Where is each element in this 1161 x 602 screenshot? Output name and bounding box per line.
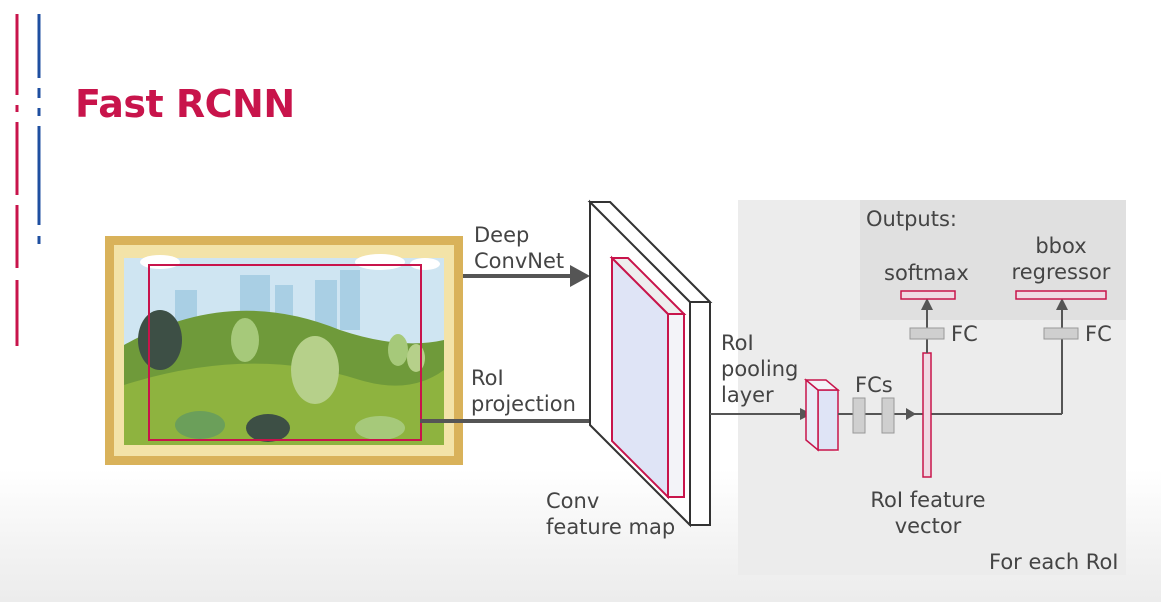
fc-layer-1 [852, 397, 866, 434]
bbox-regressor-label: bbox regressor [1005, 233, 1117, 285]
fc-bbox-box [1043, 327, 1079, 340]
roi-feature-vector-line-2: vector [894, 514, 962, 538]
outputs-panel [860, 200, 1126, 320]
conv-feature-map [587, 199, 713, 528]
roi-pooling-line-3: layer [721, 383, 774, 407]
fc-softmax-box [909, 327, 945, 340]
fcs-label: FCs [855, 373, 893, 397]
deep-convnet-label: Deep ConvNet [474, 222, 564, 274]
roi-feature-vector [922, 352, 932, 478]
deep-convnet-line-1: Deep [474, 223, 530, 247]
roi-pooling-layer-label: RoI pooling layer [721, 330, 798, 408]
decorative-side-bars [15, 14, 41, 346]
roi-projection-line-2: projection [471, 392, 576, 416]
roi-pooled-block [803, 378, 841, 452]
deep-convnet-arrow [463, 265, 590, 287]
bbox-regressor-line-2: regressor [1011, 260, 1111, 284]
conv-feature-map-label: Conv feature map [546, 488, 675, 540]
roi-feature-vector-label: RoI feature vector [860, 487, 996, 539]
softmax-output [900, 290, 956, 300]
deep-convnet-line-2: ConvNet [474, 249, 565, 273]
fc-layer-2 [881, 397, 895, 434]
roi-pooling-line-1: RoI [721, 331, 754, 355]
roi-feature-vector-line-1: RoI feature [870, 488, 986, 512]
for-each-roi-label: For each RoI [989, 550, 1119, 574]
softmax-label: softmax [884, 261, 969, 285]
bbox-regressor-output [1015, 290, 1107, 300]
fc-softmax-label: FC [951, 322, 978, 346]
bbox-regressor-line-1: bbox [1035, 234, 1087, 258]
roi-pooling-line-2: pooling [721, 357, 799, 381]
outputs-label: Outputs: [866, 207, 957, 231]
roi-projection-label: RoI projection [471, 365, 576, 417]
fc-bbox-label: FC [1085, 322, 1112, 346]
conv-feature-map-line-1: Conv [546, 489, 600, 513]
conv-feature-map-line-2: feature map [546, 515, 676, 539]
roi-projection-line-1: RoI [471, 366, 504, 390]
landscape-picture-icon [105, 236, 463, 465]
page-title: Fast RCNN [75, 82, 295, 126]
